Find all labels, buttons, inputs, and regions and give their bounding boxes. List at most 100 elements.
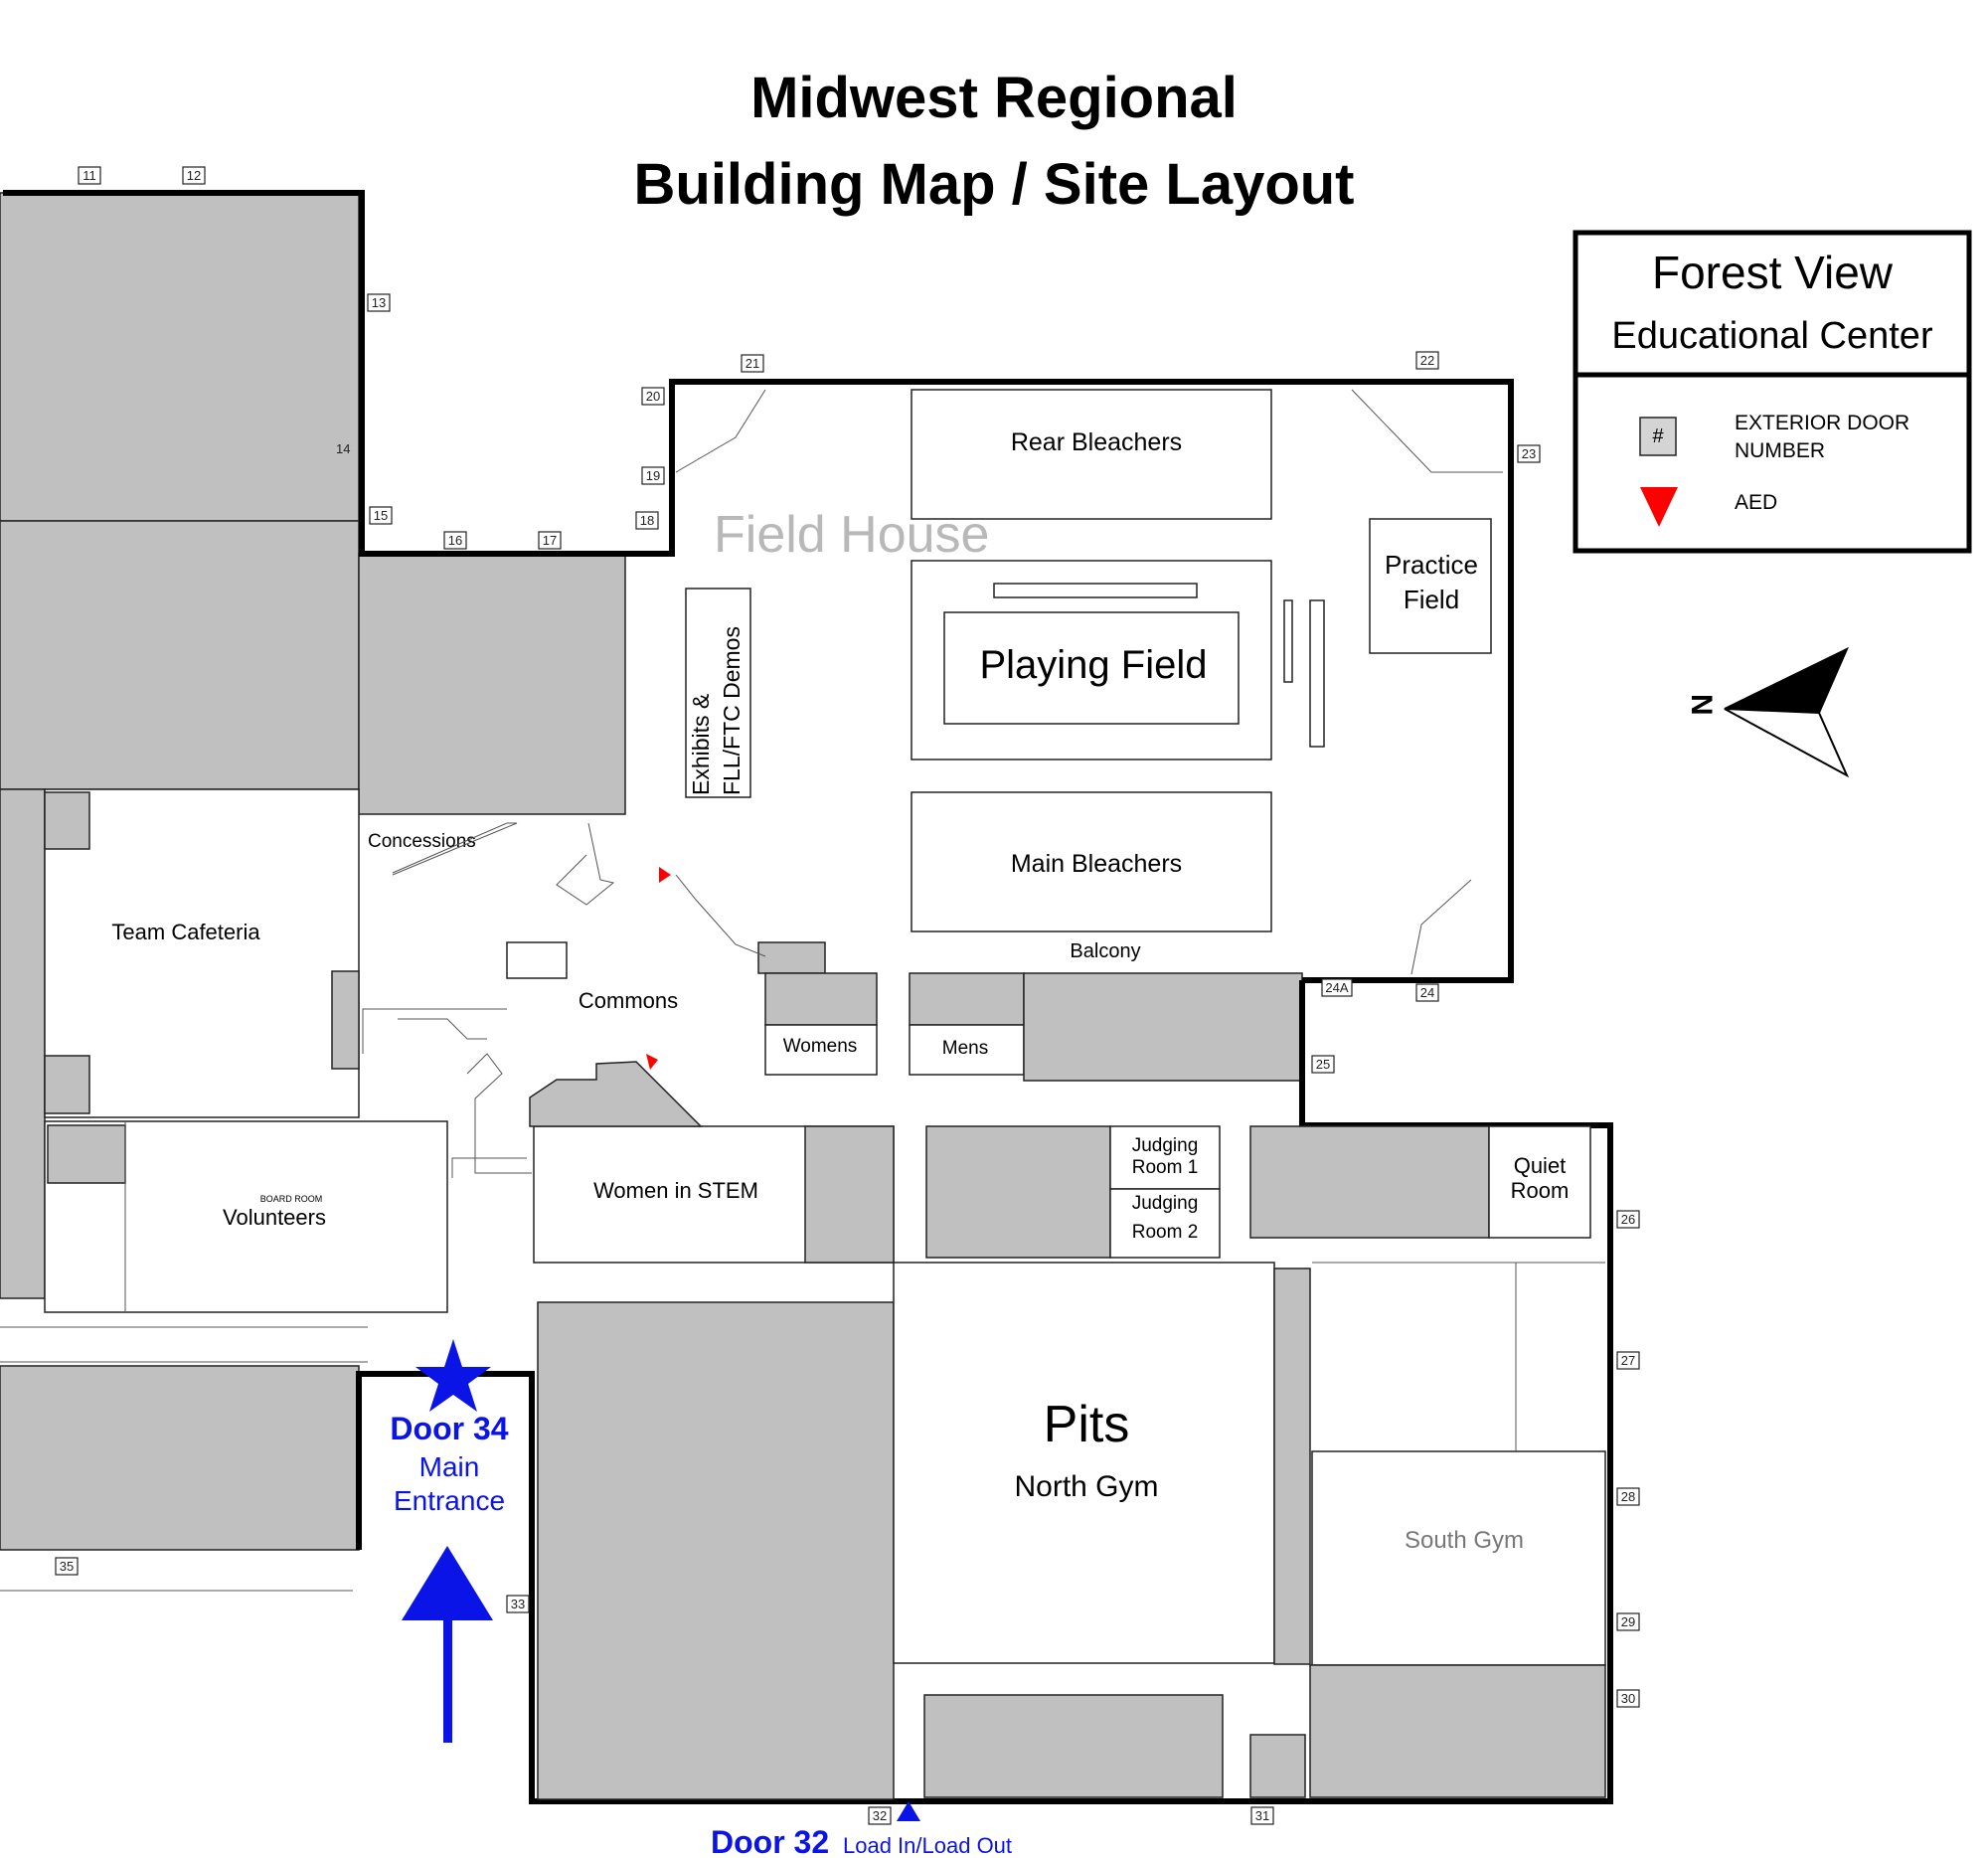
door-12: 12 (182, 166, 206, 185)
exhibits-label-2: FLL/FTC Demos (719, 626, 745, 795)
svg-text:22: 22 (1420, 353, 1434, 368)
door34-title: Door 34 (390, 1411, 508, 1446)
commons-wedge (529, 1061, 703, 1127)
rear-bleachers-label: Rear Bleachers (1011, 428, 1182, 456)
team-cafeteria-room (44, 788, 360, 1118)
judging-2-label-a: Judging (1132, 1193, 1199, 1214)
board-room-label: BOARD ROOM (260, 1194, 323, 1204)
svg-text:15: 15 (374, 508, 388, 523)
svg-text:32: 32 (873, 1808, 887, 1823)
legend-door-label-1: EXTERIOR DOOR (1735, 412, 1909, 434)
field-house-wall (669, 379, 1514, 983)
legend-name-line2: Educational Center (1611, 315, 1933, 357)
aed-marker-2 (646, 1054, 658, 1070)
svg-text:11: 11 (83, 168, 96, 183)
door-20: 20 (641, 387, 665, 406)
restroom-block-3 (909, 972, 1025, 1026)
legend-name-line1: Forest View (1652, 247, 1894, 298)
judging-room-2 (1109, 1188, 1221, 1259)
door-16: 16 (443, 531, 467, 550)
north-gym-pits (893, 1262, 1275, 1664)
compass-label: N (1685, 694, 1718, 716)
playing-field-bar-top (993, 583, 1198, 598)
legend-aed-icon (1640, 487, 1678, 527)
restroom-block-2 (764, 972, 878, 1026)
load-in-arrow-icon (897, 1801, 920, 1821)
exhibits-label-1: Exhibits & (688, 694, 714, 795)
door34-sub1: Main (419, 1451, 480, 1482)
women-in-stem-label: Women in STEM (593, 1178, 758, 1203)
svg-text:12: 12 (187, 168, 201, 183)
main-entrance-arrow-icon (402, 1546, 493, 1620)
door-15: 15 (369, 506, 393, 525)
south-left-block (537, 1301, 895, 1800)
svg-text:33: 33 (511, 1597, 525, 1611)
quiet-room (1488, 1125, 1591, 1239)
left-wing-block-mid (0, 520, 360, 790)
door-24: 24 (1415, 983, 1439, 1002)
left-wing-block-upper (0, 192, 360, 522)
upper-left-wall (3, 190, 672, 557)
women-in-stem-block (804, 1125, 895, 1264)
practice-field-label-2: Field (1404, 585, 1459, 614)
quiet-room-label-1: Quiet (1514, 1153, 1567, 1178)
gym-divider-block (1273, 1267, 1311, 1665)
door-28: 28 (1616, 1487, 1640, 1506)
svg-text:21: 21 (746, 356, 759, 371)
door32-title: Door 32 (711, 1824, 829, 1858)
main-bleachers-label: Main Bleachers (1011, 850, 1182, 878)
volunteers-block (47, 1124, 126, 1184)
map-title-line2: Building Map / Site Layout (634, 152, 1355, 217)
south-small-block (1249, 1734, 1306, 1798)
east-block-upper (1249, 1125, 1490, 1239)
main-bleachers (911, 791, 1272, 932)
door-13: 13 (367, 293, 391, 312)
south-building-wall (356, 980, 1613, 1804)
legend-door-label-2: NUMBER (1735, 439, 1825, 462)
door-24a: 24A (1321, 978, 1353, 997)
commons-label: Commons (579, 988, 678, 1013)
svg-text:20: 20 (646, 389, 660, 404)
svg-text:30: 30 (1621, 1691, 1635, 1706)
exhibits-area (685, 588, 751, 798)
south-gym (1311, 1450, 1606, 1666)
north-gym-label: North Gym (1014, 1470, 1158, 1503)
svg-text:28: 28 (1621, 1489, 1635, 1504)
left-wing-strip (0, 788, 46, 1299)
quiet-room-label-2: Room (1511, 1178, 1570, 1203)
concessions-label: Concessions (368, 831, 476, 852)
svg-text:13: 13 (372, 295, 386, 310)
svg-text:18: 18 (640, 513, 654, 528)
womens-label: Womens (783, 1036, 858, 1057)
door-18: 18 (635, 511, 659, 530)
aed-marker-1 (659, 867, 671, 883)
door-29: 29 (1616, 1612, 1640, 1631)
playing-field-inner (943, 611, 1240, 725)
door32-sub: Load In/Load Out (843, 1833, 1012, 1858)
playing-field-label: Playing Field (979, 643, 1207, 687)
svg-text:27: 27 (1621, 1353, 1635, 1368)
svg-text:25: 25 (1316, 1057, 1330, 1072)
practice-field (1369, 518, 1492, 654)
door-35: 35 (55, 1557, 79, 1576)
pits-label: Pits (1044, 1396, 1130, 1453)
legend-aed-label: AED (1735, 491, 1777, 514)
map-title-line1: Midwest Regional (750, 66, 1238, 130)
left-wing-block-bottom (0, 1365, 360, 1551)
judging-2-label-b: Room 2 (1132, 1222, 1199, 1243)
mens-room (909, 1024, 1025, 1076)
door-17: 17 (538, 531, 562, 550)
legend: Forest View Educational Center # EXTERIO… (1573, 230, 1972, 554)
door-11: 11 (78, 166, 101, 185)
left-wing-block-right (358, 553, 626, 815)
north-arrow-icon: N (1685, 646, 1850, 778)
door-22: 22 (1415, 351, 1439, 370)
door-31: 31 (1250, 1806, 1274, 1825)
main-entrance-star-icon (415, 1339, 491, 1412)
door-14: 14 (336, 441, 350, 456)
door-30: 30 (1616, 1689, 1640, 1708)
east-corridor-block (1023, 972, 1303, 1082)
door-21: 21 (741, 354, 764, 373)
svg-text:24A: 24A (1325, 980, 1348, 995)
